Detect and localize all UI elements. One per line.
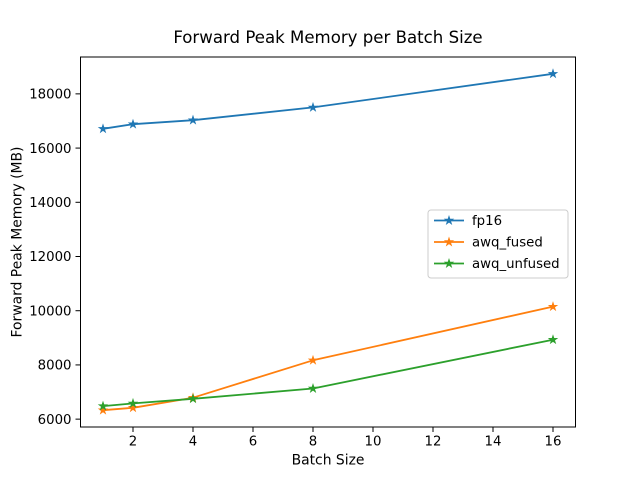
legend-label-awq_unfused: awq_unfused (472, 257, 560, 272)
legend-sample-marker-awq_fused (443, 236, 455, 247)
plot-series (97, 68, 559, 415)
y-tick-label: 8000 (38, 359, 72, 374)
y-tick-label: 14000 (29, 196, 71, 211)
series-marker-awq_unfused (127, 397, 139, 408)
series-marker-awq_unfused (547, 334, 559, 345)
series-marker-fp16 (547, 68, 559, 79)
x-tick-label: 2 (129, 435, 137, 450)
series-marker-awq_unfused (307, 383, 319, 393)
chart-title: Forward Peak Memory per Batch Size (173, 28, 482, 47)
axis-ticks: 2 4 6 8 10 12 14 16 6000 8000 10000 12000 14000 16000… (29, 88, 561, 450)
series-marker-awq_fused (127, 402, 139, 413)
x-tick-label: 12 (425, 435, 442, 450)
x-tick-label: 10 (365, 435, 382, 450)
x-tick-label: 8 (309, 435, 317, 450)
legend: fp16 awq_fused awq_unfused (427, 209, 569, 279)
series-marker-awq_fused (547, 301, 559, 312)
x-tick-label: 4 (189, 435, 197, 450)
legend-label-fp16: fp16 (472, 214, 502, 229)
series-marker-fp16 (307, 101, 319, 112)
y-tick-label: 6000 (38, 413, 72, 428)
series-marker-awq_fused (97, 404, 109, 415)
x-axis-label: Batch Size (292, 453, 365, 469)
series-marker-awq_unfused (97, 400, 109, 411)
x-tick-label: 16 (545, 435, 562, 450)
y-axis-label: Forward Peak Memory (MB) (10, 147, 26, 338)
y-tick-label: 18000 (29, 88, 71, 103)
x-tick-label: 14 (485, 435, 502, 450)
y-tick-label: 12000 (29, 250, 71, 265)
y-tick-label: 16000 (29, 142, 71, 157)
series-marker-awq_unfused (187, 393, 199, 404)
series-marker-fp16 (97, 123, 109, 134)
legend-label-awq_fused: awq_fused (472, 236, 543, 251)
x-tick-label: 6 (249, 435, 257, 450)
series-marker-awq_fused (307, 354, 319, 365)
series-marker-fp16 (187, 114, 199, 125)
y-tick-label: 10000 (29, 304, 71, 319)
legend-box (427, 209, 569, 279)
legend-sample-marker-fp16 (443, 215, 455, 225)
legend-sample-marker-awq_unfused (443, 258, 455, 268)
series-marker-fp16 (127, 118, 139, 129)
